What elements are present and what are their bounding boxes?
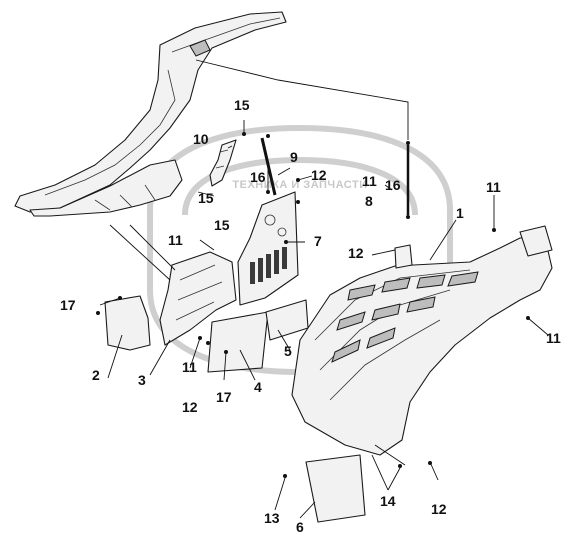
callout-5: 5 bbox=[284, 343, 292, 359]
callout-3: 3 bbox=[138, 372, 146, 388]
support-plate bbox=[237, 191, 299, 306]
fender-1 bbox=[291, 225, 553, 456]
panel-2 bbox=[104, 295, 151, 351]
watermark-text: ТЕХНИКА И ЗАПЧАСТИ bbox=[232, 179, 367, 191]
callout-15-b: 15 bbox=[198, 190, 214, 206]
callout-14: 14 bbox=[380, 493, 396, 509]
bracket-10 bbox=[209, 139, 237, 187]
callout-4: 4 bbox=[254, 379, 262, 395]
callout-12-d: 12 bbox=[431, 501, 447, 517]
callout-2: 2 bbox=[92, 367, 100, 383]
fasteners bbox=[96, 132, 530, 478]
splash-panel-6 bbox=[305, 454, 366, 523]
callout-1: 1 bbox=[456, 205, 464, 221]
callout-16-a: 16 bbox=[250, 169, 266, 185]
leader-lines bbox=[99, 59, 549, 519]
callout-17-a: 17 bbox=[60, 297, 76, 313]
callout-11-b: 11 bbox=[486, 179, 501, 195]
callout-15-a: 15 bbox=[234, 97, 250, 113]
shield-5 bbox=[265, 299, 309, 341]
frame-rail bbox=[14, 11, 287, 217]
callout-17-b: 17 bbox=[216, 389, 232, 405]
callout-13: 13 bbox=[264, 510, 280, 526]
callout-12-a: 12 bbox=[311, 167, 327, 183]
callout-15-c: 15 bbox=[214, 217, 230, 233]
panel-3 bbox=[159, 251, 237, 346]
callout-12-b: 12 bbox=[348, 245, 364, 261]
callout-7: 7 bbox=[314, 233, 322, 249]
callout-11-a: 11 bbox=[362, 173, 377, 189]
rod-9 bbox=[260, 137, 277, 196]
callout-11-c: 11 bbox=[168, 232, 183, 248]
callout-8: 8 bbox=[365, 193, 373, 209]
callout-9: 9 bbox=[290, 149, 298, 165]
callout-12-c: 12 bbox=[182, 399, 198, 415]
callout-11-e: 11 bbox=[546, 330, 561, 346]
callout-6: 6 bbox=[296, 519, 304, 535]
callout-16-b: 16 bbox=[385, 177, 401, 193]
shield-4 bbox=[207, 311, 269, 373]
callout-10: 10 bbox=[193, 131, 209, 147]
callout-labels: 1 2 3 4 5 6 7 8 9 10 11 11 11 11 11 12 1… bbox=[60, 97, 561, 535]
callout-11-d: 11 bbox=[182, 359, 197, 375]
